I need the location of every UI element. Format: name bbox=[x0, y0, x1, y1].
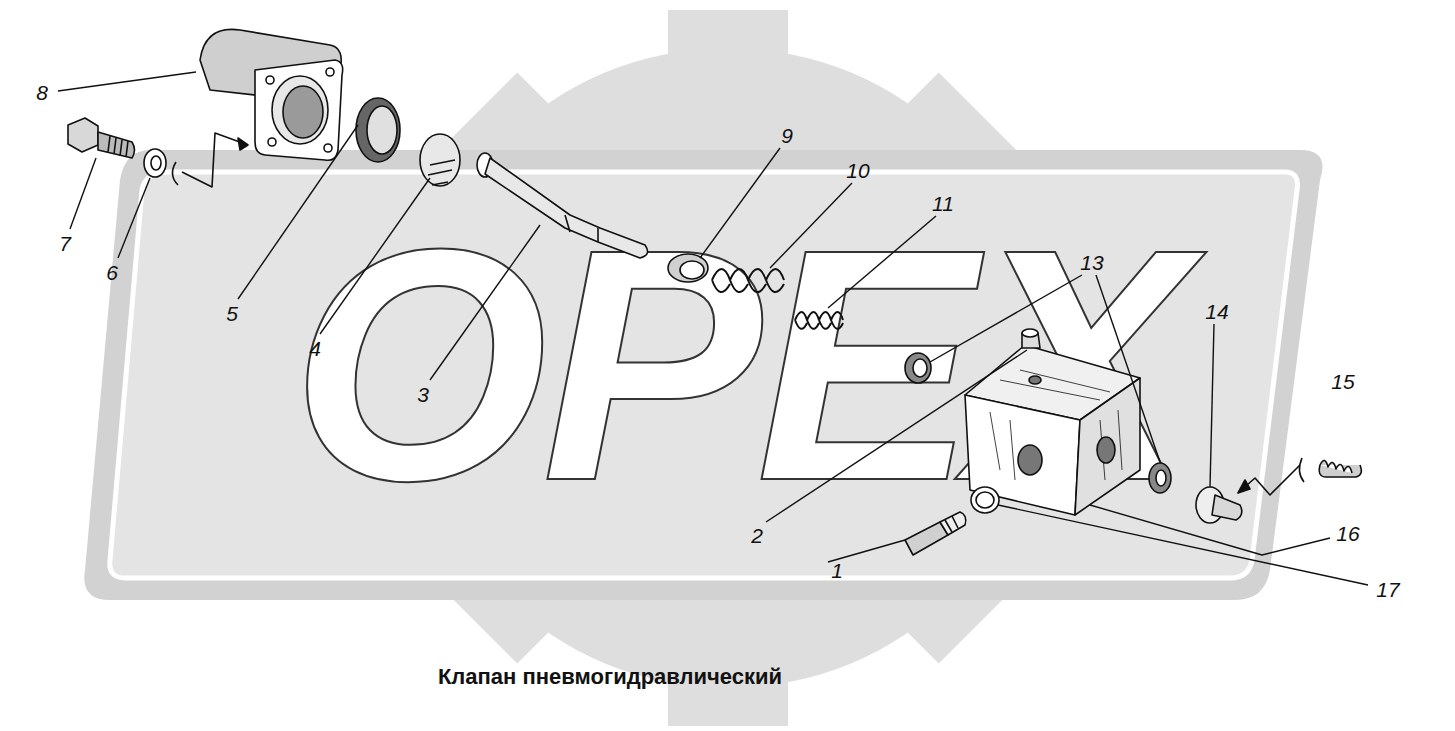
callout-number: 9 bbox=[779, 124, 795, 147]
callout-number: 13 bbox=[1078, 251, 1105, 274]
callout-number: 8 bbox=[34, 81, 50, 104]
callout-number: 1 bbox=[829, 559, 845, 582]
callout-number: 11 bbox=[930, 192, 956, 215]
callout-number: 3 bbox=[415, 383, 431, 406]
callout-number: 2 bbox=[749, 524, 765, 547]
callout-number: 5 bbox=[224, 302, 240, 325]
callout-number: 6 bbox=[104, 261, 120, 284]
callout-number: 16 bbox=[1334, 522, 1361, 545]
caption: Клапан пневмогидравлический bbox=[438, 664, 782, 690]
callout-number: 10 bbox=[844, 159, 871, 182]
callout-number: 4 bbox=[307, 337, 323, 360]
callout-number: 7 bbox=[57, 232, 73, 255]
callout-number: 14 bbox=[1203, 300, 1230, 323]
callout-number: 15 bbox=[1329, 370, 1356, 393]
callout-number: 17 bbox=[1374, 578, 1401, 601]
